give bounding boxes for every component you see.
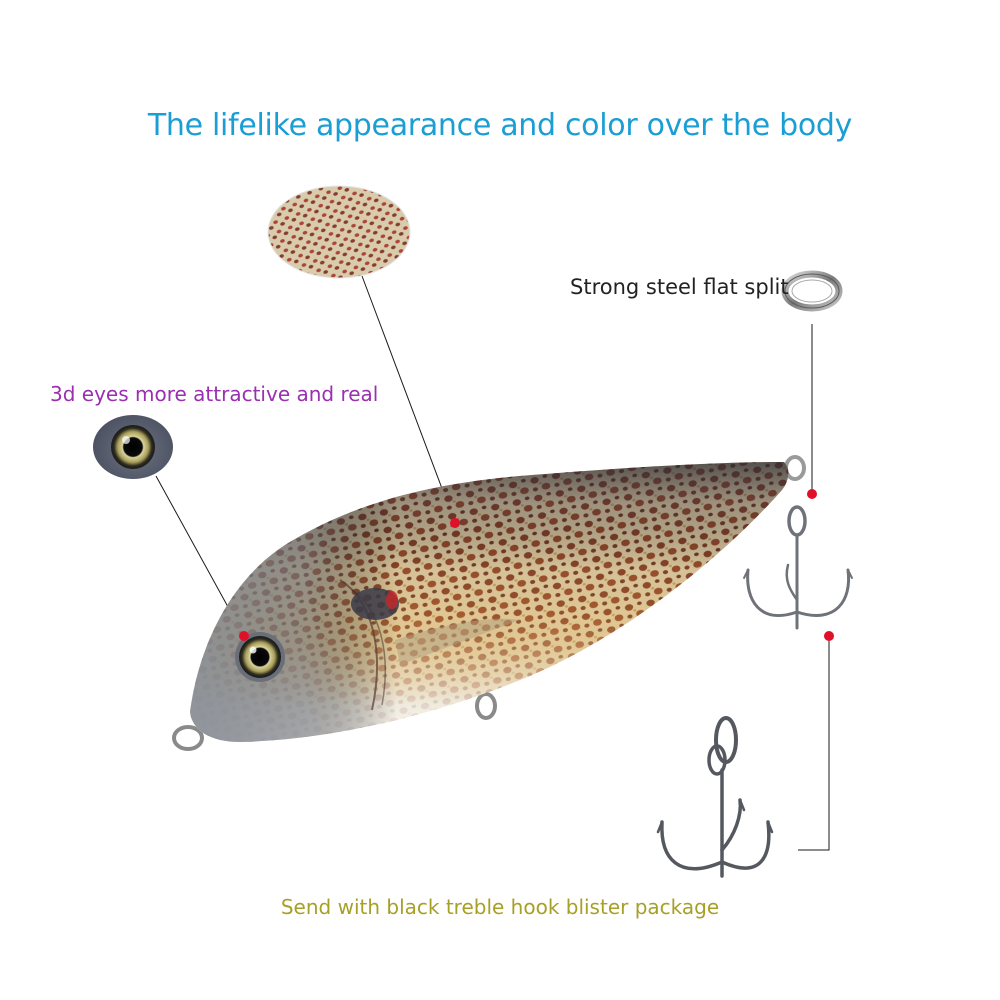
eyes-caption: 3d eyes more attractive and real [50, 382, 379, 406]
treble-hook-icon [743, 505, 853, 630]
split-ring-caption: Strong steel flat split [570, 275, 789, 299]
eye-closeup-icon [93, 415, 173, 479]
skin-pattern-closeup-icon [267, 185, 411, 279]
callout-dots [239, 489, 834, 641]
fishing-lure [172, 455, 806, 751]
page-title: The lifelike appearance and color over t… [147, 108, 853, 143]
package-caption: Send with black treble hook blister pack… [280, 895, 720, 919]
split-ring-icon [781, 270, 843, 312]
treble-hook-icon [656, 716, 774, 878]
